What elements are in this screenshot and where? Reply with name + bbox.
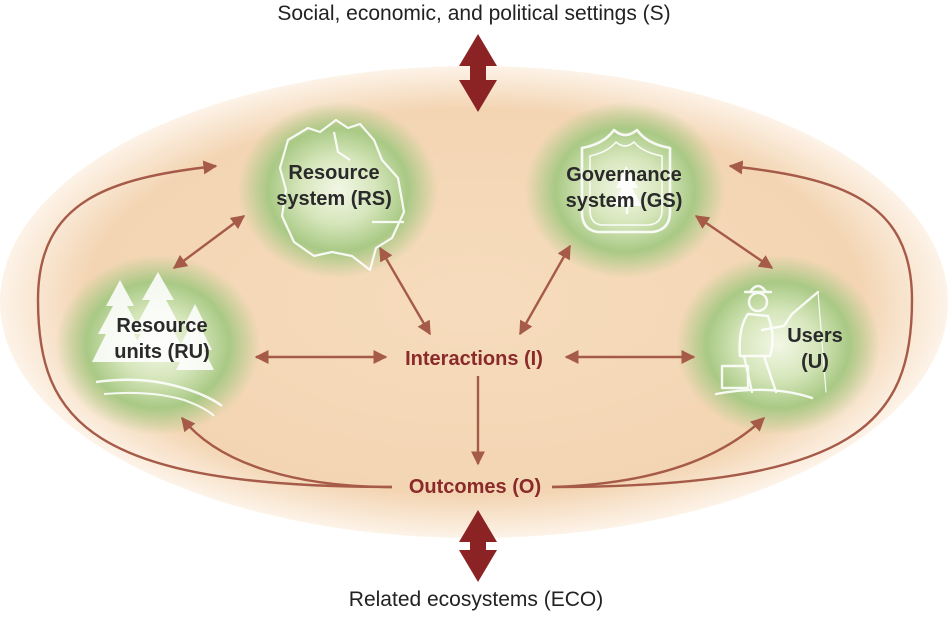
arrow-rs-ru (172, 215, 246, 269)
settings-label: Social, economic, and political settings… (277, 2, 671, 25)
arrow-outcomes-ru (181, 416, 393, 489)
users-glow (676, 255, 880, 435)
governance-system-label: Governance system (GS) (566, 162, 683, 214)
interactions-label: Interactions (I) (405, 348, 543, 370)
resource-units-label: Resource units (RU) (114, 313, 210, 365)
fisherman-icon (714, 284, 827, 400)
resource-units-line2: units (RU) (114, 341, 210, 363)
arrow-outcomes-users (551, 417, 766, 489)
resource-system-glow (238, 102, 438, 278)
shield-tree-icon (580, 128, 672, 234)
arrow-interactions-gs (518, 244, 572, 336)
pine-trees-icon (92, 272, 223, 417)
governance-system-line2: system (GS) (565, 190, 683, 212)
resource-units-line1: Resource (116, 315, 208, 337)
arrow-rs-interactions (378, 246, 432, 336)
users-label: Users (U) (787, 323, 843, 375)
users-line2: (U) (801, 351, 829, 373)
arrow-gs-users (694, 215, 774, 269)
resource-system-label: Resource system (RS) (276, 160, 392, 212)
governance-system-line1: Governance (566, 164, 682, 186)
ecosystems-double-arrow (459, 510, 497, 582)
map-icon (278, 118, 406, 272)
arrow-outcomes-gs-loop (551, 160, 914, 489)
users-line1: Users (787, 325, 843, 347)
resource-system-line1: Resource (288, 162, 380, 184)
resource-system-line2: system (RS) (276, 188, 392, 210)
ecosystems-label: Related ecosystems (ECO) (348, 588, 604, 611)
outcomes-label: Outcomes (O) (408, 476, 542, 498)
settings-double-arrow (459, 34, 497, 112)
arrow-outcomes-rs-loop (36, 160, 393, 489)
